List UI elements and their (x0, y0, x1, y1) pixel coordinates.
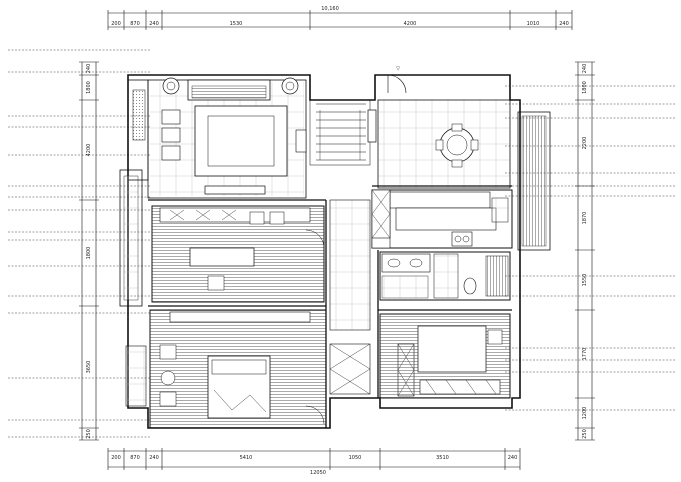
left-dimension-label: 250 (86, 429, 92, 439)
top-dimension-label: 870 (130, 21, 140, 27)
entry-marker: ▽ (396, 66, 400, 72)
left-dimension-chain (79, 61, 99, 441)
top-dimension-label: 240 (149, 21, 159, 27)
right-callout-leaders (505, 85, 676, 411)
right-dimension-label: 1200 (582, 407, 588, 420)
top-dimension-label: 1530 (230, 21, 243, 27)
left-dimension-label: 1800 (86, 81, 92, 94)
interior-walls (148, 185, 512, 428)
top-total-dimension: 10,160 (321, 6, 339, 12)
right-dimension-label: 1800 (582, 81, 588, 94)
right-dimension-label: 240 (582, 64, 588, 74)
left-dimension-label: 4200 (86, 144, 92, 157)
top-dimension-label: 4200 (404, 21, 417, 27)
bottom-dimension-label: 1050 (349, 455, 362, 461)
building-outline (127, 74, 521, 429)
bottom-dimension-label: 240 (149, 455, 159, 461)
master-bedroom (125, 309, 327, 429)
right-dimension-label: 250 (582, 429, 588, 439)
bottom-dimension-chain (107, 448, 521, 470)
bottom-dimension-label: 5410 (240, 455, 253, 461)
bathroom (379, 251, 511, 301)
top-dimension-labels: 200 870 240 1530 4200 1010 240 (111, 21, 569, 27)
kitchen (371, 189, 513, 249)
top-dimension-label: 200 (111, 21, 121, 27)
left-dimension-label: 3650 (86, 361, 92, 374)
top-dimension-label: 240 (559, 21, 569, 27)
top-dimension-chain (107, 10, 573, 30)
living-room (147, 77, 307, 199)
west-balcony (119, 79, 149, 307)
right-dimension-label: 1870 (582, 212, 588, 225)
bottom-dimension-label: 3510 (436, 455, 449, 461)
second-bedroom (379, 313, 511, 399)
bottom-dimension-label: 200 (111, 455, 121, 461)
right-dimension-label: 1770 (582, 348, 588, 361)
bottom-dimension-label: 240 (508, 455, 518, 461)
dining-room: ▽ (377, 66, 551, 251)
left-dimension-label: 1800 (86, 247, 92, 260)
left-dimension-label: 240 (86, 64, 92, 74)
bottom-total-dimension: 12050 (310, 470, 326, 476)
left-dimension-labels: 240 1800 4200 1800 3650 250 (86, 64, 92, 439)
top-dimension-label: 1010 (527, 21, 540, 27)
right-dimension-labels: 240 1800 2200 1870 1550 1770 1200 250 (582, 64, 588, 439)
hall (329, 199, 371, 331)
left-callout-leaders (8, 49, 150, 438)
bottom-dimension-label: 870 (130, 455, 140, 461)
right-dimension-label: 1550 (582, 274, 588, 287)
staircase (309, 99, 377, 166)
bottom-dimension-labels: 200 870 240 5410 1050 3510 240 (111, 455, 517, 461)
right-dimension-label: 2200 (582, 137, 588, 150)
study-room (151, 205, 325, 303)
right-dimension-chain (575, 61, 595, 441)
